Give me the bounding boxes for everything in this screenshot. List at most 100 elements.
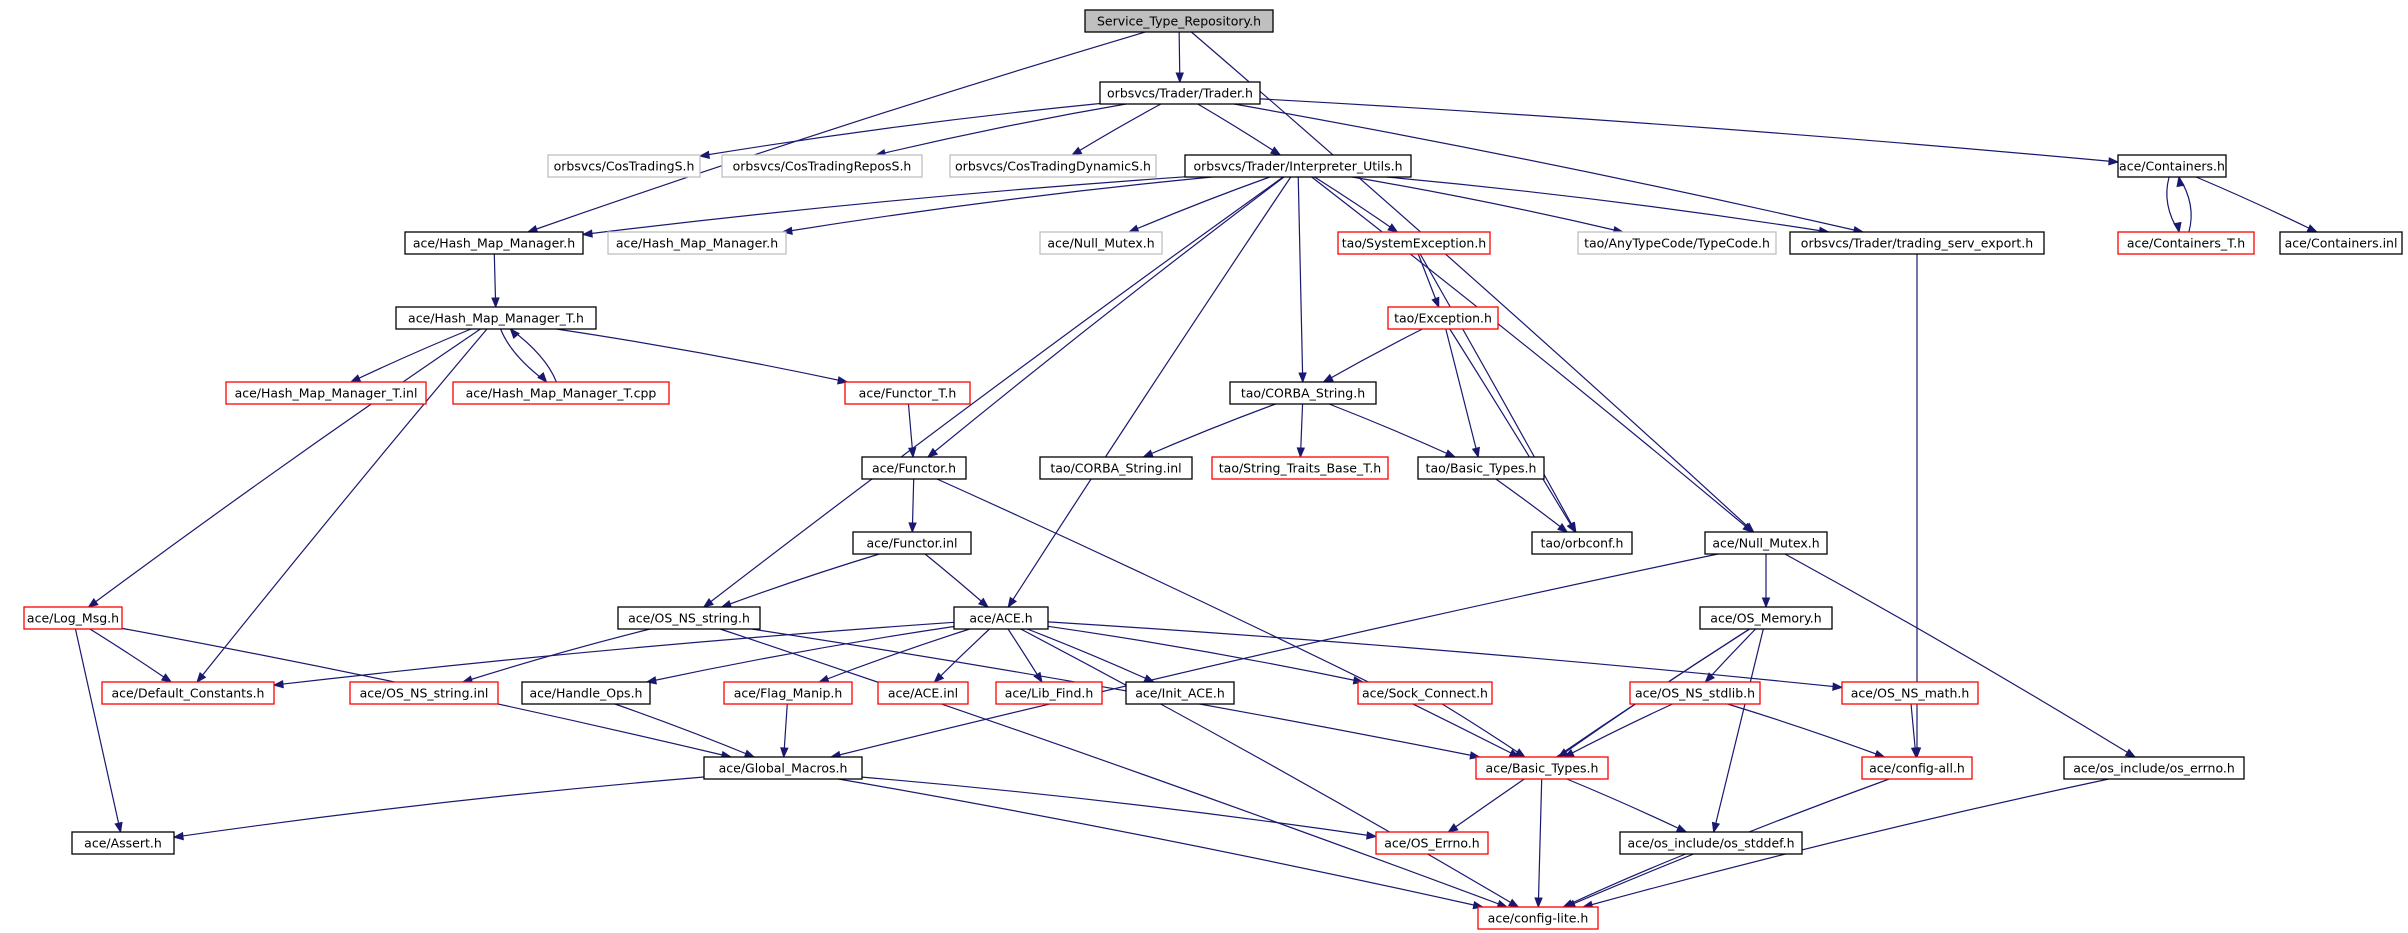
node-label-functor_inl: ace/Functor.inl (866, 536, 957, 551)
node-ace[interactable]: ace/ACE.h (953, 606, 1049, 630)
edge-trader-to-costradingrepos (875, 103, 1127, 156)
edge-trader-to-containers (1259, 98, 2119, 163)
edge-interp-to-osnsstring (703, 176, 1284, 608)
dependency-edges (74, 31, 2319, 910)
node-box-handleops (521, 681, 651, 705)
node-label-corbastr_inl: tao/CORBA_String.inl (1050, 461, 1181, 476)
edge-exception-to-corbastr (1323, 328, 1423, 383)
node-box-oserrno (1375, 831, 1489, 855)
node-globalmacros[interactable]: ace/Global_Macros.h (703, 756, 863, 780)
node-initace[interactable]: ace/Init_ACE.h (1125, 681, 1235, 705)
node-osnsmath[interactable]: ace/OS_NS_math.h (1841, 681, 1979, 705)
node-root[interactable]: Service_Type_Repository.h (1084, 9, 1274, 33)
edge-ace-to-ace_inl (934, 628, 990, 683)
edge-containers-to-containers_inl (2195, 176, 2318, 233)
edge-acebasic-to-osstddef (1566, 778, 1687, 833)
arrowhead-interp-to-sysexc (1387, 223, 1399, 233)
node-libfind[interactable]: ace/Lib_Find.h (995, 681, 1103, 705)
edge-interp-to-functor (927, 176, 1285, 458)
node-osmemory[interactable]: ace/OS_Memory.h (1699, 606, 1833, 630)
node-oserrnoh[interactable]: ace/os_include/os_errno.h (2063, 756, 2245, 780)
node-orbconf[interactable]: tao/orbconf.h (1531, 531, 1633, 555)
node-box-orbconf (1531, 531, 1633, 555)
node-taobasic[interactable]: tao/Basic_Types.h (1417, 456, 1545, 480)
edge-interp-to-corbastr (1297, 176, 1304, 383)
edge-osnsstdlib-to-configall (1727, 703, 1885, 758)
node-costrading[interactable]: orbsvcs/CosTradingS.h (547, 154, 701, 178)
node-configlite[interactable]: ace/config-lite.h (1477, 906, 1599, 930)
arrowhead-ace-to-flagmanip (817, 674, 830, 683)
node-box-typecode (1577, 231, 1777, 255)
arrowhead-trader-to-costrading (698, 150, 710, 159)
node-nullmutex[interactable]: ace/Null_Mutex.h (1704, 531, 1828, 555)
node-corbastr[interactable]: tao/CORBA_String.h (1229, 381, 1377, 405)
node-sysexc[interactable]: tao/SystemException.h (1337, 231, 1491, 255)
node-ace_inl[interactable]: ace/ACE.inl (877, 681, 969, 705)
node-box-osnsmath (1841, 681, 1979, 705)
node-label-initace: ace/Init_ACE.h (1135, 686, 1225, 701)
node-hmmt[interactable]: ace/Hash_Map_Manager_T.h (395, 306, 597, 330)
node-defconst[interactable]: ace/Default_Constants.h (101, 681, 275, 705)
node-sockconnect[interactable]: ace/Sock_Connect.h (1357, 681, 1493, 705)
node-label-hmm: ace/Hash_Map_Manager.h (413, 236, 575, 251)
node-interp[interactable]: orbsvcs/Trader/Interpreter_Utils.h (1184, 154, 1412, 178)
node-box-libfind (995, 681, 1103, 705)
node-label-functor: ace/Functor.h (872, 461, 956, 476)
node-handleops[interactable]: ace/Handle_Ops.h (521, 681, 651, 705)
node-osstddef[interactable]: ace/os_include/os_stddef.h (1619, 831, 1803, 855)
edge-ace-to-configlite (1020, 628, 1519, 908)
node-strtraits[interactable]: tao/String_Traits_Base_T.h (1211, 456, 1389, 480)
edge-osmemory-to-osnsstdlib (1704, 628, 1757, 683)
node-typecode[interactable]: tao/AnyTypeCode/TypeCode.h (1577, 231, 1777, 255)
node-containers[interactable]: ace/Containers.h (2117, 154, 2227, 178)
node-costradingrepos[interactable]: orbsvcs/CosTradingReposS.h (721, 154, 923, 178)
node-osnsstring[interactable]: ace/OS_NS_string.h (617, 606, 761, 630)
node-box-assert (71, 831, 175, 855)
node-costradingdyn[interactable]: orbsvcs/CosTradingDynamicS.h (949, 154, 1157, 178)
node-flagmanip[interactable]: ace/Flag_Manip.h (723, 681, 853, 705)
node-containers_inl[interactable]: ace/Containers.inl (2279, 231, 2403, 255)
node-box-osnsstring_inl (349, 681, 499, 705)
edge-exception-to-orbconf (1449, 328, 1576, 533)
edge-trader-to-tsexport (1233, 103, 1864, 233)
node-functor_inl[interactable]: ace/Functor.inl (852, 531, 972, 555)
node-tsexport[interactable]: orbsvcs/Trader/trading_serv_export.h (1789, 231, 2045, 255)
node-functor_t[interactable]: ace/Functor_T.h (844, 381, 971, 405)
node-hmm_ext[interactable]: ace/Hash_Map_Manager.h (607, 231, 787, 255)
node-corbastr_inl[interactable]: tao/CORBA_String.inl (1039, 456, 1193, 480)
arrowhead-interp-to-hmm_ext (781, 226, 793, 235)
arrowhead-interp-to-functor (926, 447, 939, 458)
edge-interp-to-nullmutex_ext (1128, 176, 1271, 233)
node-box-osmemory (1699, 606, 1833, 630)
node-trader[interactable]: orbsvcs/Trader/Trader.h (1099, 81, 1261, 105)
node-oserrno[interactable]: ace/OS_Errno.h (1375, 831, 1489, 855)
node-box-strtraits (1211, 456, 1389, 480)
node-hmm[interactable]: ace/Hash_Map_Manager.h (404, 231, 584, 255)
arrowhead-ace-to-initace (1143, 674, 1156, 683)
node-functor[interactable]: ace/Functor.h (861, 456, 967, 480)
edge-ace-to-osnsmath (1047, 621, 1843, 688)
node-osnsstdlib[interactable]: ace/OS_NS_stdlib.h (1629, 681, 1761, 705)
node-label-flagmanip: ace/Flag_Manip.h (734, 686, 843, 701)
node-configall[interactable]: ace/config-all.h (1861, 756, 1973, 780)
node-box-oserrnoh (2063, 756, 2245, 780)
node-exception[interactable]: tao/Exception.h (1387, 306, 1499, 330)
node-nullmutex_ext[interactable]: ace/Null_Mutex.h (1039, 231, 1163, 255)
node-containers_t[interactable]: ace/Containers_T.h (2117, 231, 2255, 255)
arrowhead-containers-to-containers_inl (2306, 224, 2319, 233)
node-label-ace: ace/ACE.h (969, 611, 1032, 626)
node-osnsstring_inl[interactable]: ace/OS_NS_string.inl (349, 681, 499, 705)
node-acebasic[interactable]: ace/Basic_Types.h (1475, 756, 1609, 780)
arrowhead-exception-to-taobasic (1471, 446, 1480, 459)
node-hmmt_inl[interactable]: ace/Hash_Map_Manager_T.inl (225, 381, 427, 405)
node-box-costradingdyn (949, 154, 1157, 178)
node-box-tsexport (1789, 231, 2045, 255)
node-logmsg[interactable]: ace/Log_Msg.h (23, 606, 123, 630)
node-hmmt_cpp[interactable]: ace/Hash_Map_Manager_T.cpp (452, 381, 670, 405)
node-box-globalmacros (703, 756, 863, 780)
edge-corbastr-to-taobasic (1328, 403, 1456, 458)
node-assert[interactable]: ace/Assert.h (71, 831, 175, 855)
node-label-taobasic: tao/Basic_Types.h (1426, 461, 1537, 476)
arrowhead-hmmt_cpp-to-hmmt (509, 327, 520, 339)
node-label-handleops: ace/Handle_Ops.h (530, 686, 643, 701)
